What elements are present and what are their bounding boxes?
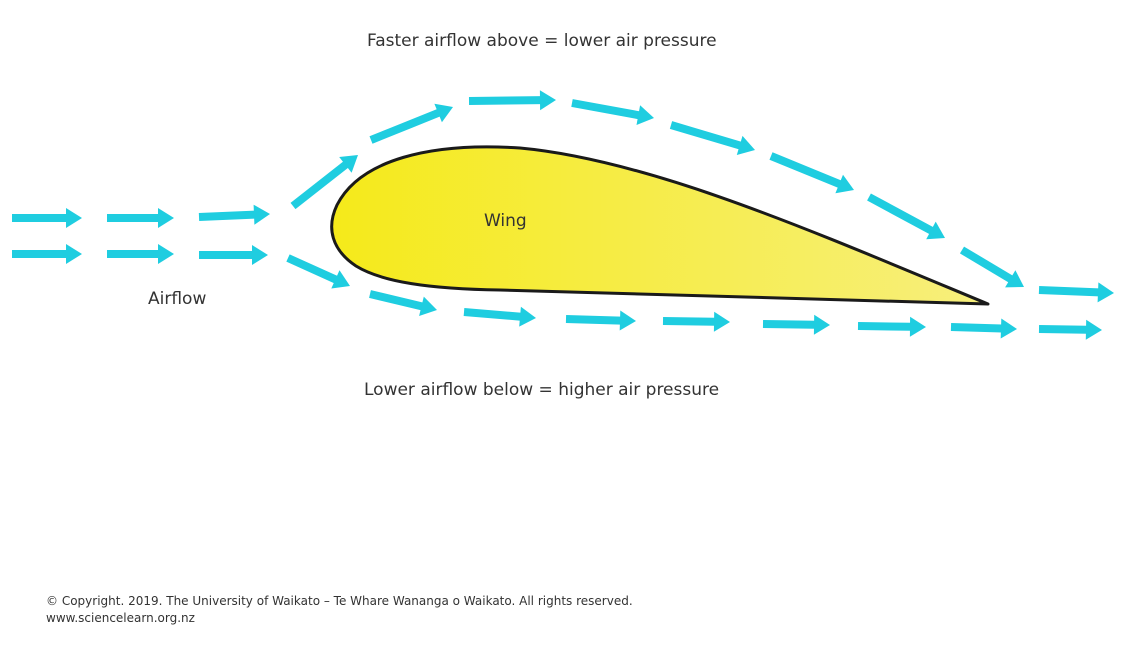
airflow-arrows xyxy=(12,90,1114,340)
airflow-arrow xyxy=(867,193,945,240)
airflow-arrow-shaft xyxy=(669,121,742,150)
lower-airflow-caption: Lower airflow below = higher air pressur… xyxy=(364,380,720,400)
airflow-arrow-shaft xyxy=(1038,325,1088,334)
airflow-arrow xyxy=(290,155,358,210)
airflow-arrow xyxy=(107,244,174,264)
airflow-arrow xyxy=(669,121,755,155)
airflow-arrow-shaft xyxy=(286,254,338,284)
airflow-arrow-head xyxy=(66,244,82,264)
airflow-arrow-head xyxy=(619,310,636,331)
copyright-notice: © Copyright. 2019. The University of Wai… xyxy=(46,594,633,608)
airflow-arrow xyxy=(468,90,556,111)
airflow-arrow-head xyxy=(252,245,268,265)
airflow-arrow-head xyxy=(339,155,358,173)
wing-label: Wing xyxy=(484,211,527,231)
airflow-arrow-head xyxy=(158,244,174,264)
airflow-arrow-head xyxy=(813,314,830,335)
airflow-arrow-shaft xyxy=(867,193,934,235)
airflow-arrow xyxy=(12,208,82,228)
airflow-arrow xyxy=(769,152,854,194)
airflow-arrow-head xyxy=(1005,270,1024,288)
airflow-arrow-head xyxy=(434,103,453,123)
airflow-arrow xyxy=(369,103,453,144)
airflow-arrow xyxy=(107,208,174,228)
airflow-arrow xyxy=(950,318,1017,339)
airflow-arrow-head xyxy=(736,135,755,155)
airflow-arrow-shaft xyxy=(662,317,716,326)
airflow-arrow xyxy=(198,204,270,225)
airflow-arrow xyxy=(571,99,654,125)
airflow-arrow-shaft xyxy=(762,320,816,329)
upper-airflow-caption: Faster airflow above = lower air pressur… xyxy=(367,31,717,51)
airflow-arrow-head xyxy=(1085,319,1102,340)
airflow-arrow-head xyxy=(539,90,556,111)
airflow-arrow-head xyxy=(66,208,82,228)
airflow-arrow-shaft xyxy=(565,315,622,325)
wing-shape xyxy=(330,145,990,306)
airflow-arrow-head xyxy=(1000,318,1017,339)
airflow-arrow-shaft xyxy=(369,108,441,144)
airflow-arrow xyxy=(959,246,1024,288)
airflow-arrow-shaft xyxy=(857,322,912,331)
airflow-arrow xyxy=(1038,282,1114,303)
airflow-arrow xyxy=(369,290,437,316)
website-link: www.sciencelearn.org.nz xyxy=(46,611,195,625)
airflow-arrow-head xyxy=(713,311,730,332)
airflow-arrow-shaft xyxy=(1038,286,1100,297)
airflow-arrow-shaft xyxy=(198,210,256,221)
airflow-arrow xyxy=(286,254,350,289)
footer: © Copyright. 2019. The University of Wai… xyxy=(46,593,633,627)
airflow-arrow-shaft xyxy=(290,161,349,210)
airflow-arrow-head xyxy=(253,204,270,225)
airflow-arrow-head xyxy=(835,174,854,194)
airflow-arrow xyxy=(12,244,82,264)
airflow-arrow-shaft xyxy=(369,290,424,311)
airflow-arrow xyxy=(463,306,536,327)
airflow-arrow-head xyxy=(419,296,437,316)
airflow-arrow-head xyxy=(1097,282,1114,303)
airflow-arrow-head xyxy=(158,208,174,228)
airflow-arrow-head xyxy=(926,221,945,240)
airflow-arrow-shaft xyxy=(959,246,1014,283)
airflow-arrow-shaft xyxy=(571,99,640,120)
airflow-arrow xyxy=(565,310,636,331)
airflow-arrow-shaft xyxy=(468,96,542,105)
airflow-arrow-shaft xyxy=(463,308,522,321)
airflow-arrow xyxy=(857,316,926,337)
airflow-arrow-head xyxy=(519,306,536,327)
airflow-arrow xyxy=(662,311,730,332)
airflow-arrow-head xyxy=(636,105,654,125)
airflow-arrow-shaft xyxy=(950,323,1003,333)
airflow-arrow-head xyxy=(909,316,926,337)
airflow-arrow xyxy=(1038,319,1102,340)
airflow-arrow xyxy=(199,245,268,265)
airflow-arrow-head xyxy=(331,270,350,289)
airflow-label: Airflow xyxy=(148,289,207,309)
airflow-arrow xyxy=(762,314,830,335)
airflow-arrow-shaft xyxy=(769,152,842,189)
